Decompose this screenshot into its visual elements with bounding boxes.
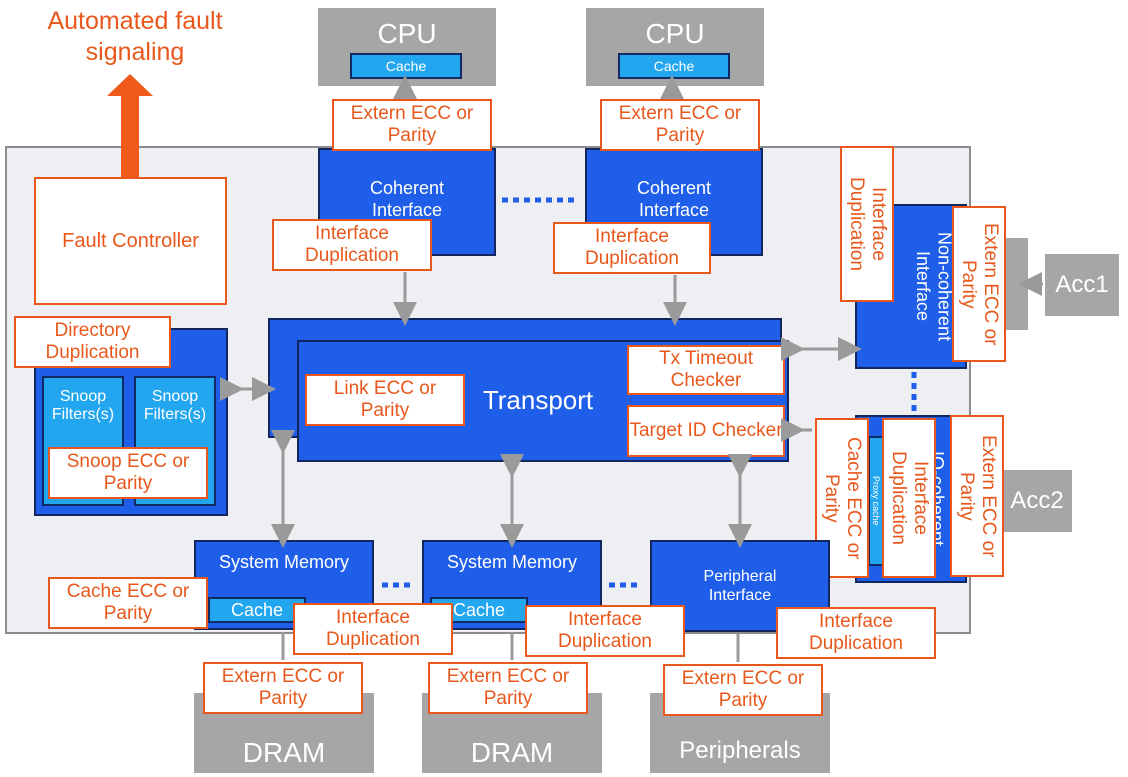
acc1-label: Acc1 (1055, 271, 1109, 298)
io-dup-label: Interface Duplication (888, 451, 931, 545)
snoop-filter-2-label: Snoop Filters(s) (143, 388, 207, 424)
acc2-label: Acc2 (1010, 487, 1064, 514)
dram-right-extern-ecc: Extern ECC or Parity (428, 662, 588, 714)
target-id-checker: Target ID Checker (627, 405, 785, 457)
tx-timeout-checker: Tx Timeout Checker (627, 345, 785, 395)
snoop-ecc: Snoop ECC or Parity (48, 447, 208, 499)
coherent-interface-left: Coherent Interface (318, 148, 496, 256)
io-extern-ecc: Extern ECC or Parity (950, 415, 1004, 577)
transport-label: Transport (482, 385, 594, 416)
cpu-left-extern-ecc: Extern ECC or Parity (332, 99, 492, 151)
cpu-right-label: CPU (645, 18, 705, 49)
memory-right-dup: Interface Duplication (525, 605, 685, 657)
system-memory-left-label: System Memory (218, 552, 350, 572)
directory-dup: Directory Duplication (14, 316, 171, 368)
noncoherent-dup-label: Interface Duplication (846, 177, 889, 271)
cpu-left-label: CPU (377, 18, 437, 49)
dram-right-label: DRAM (470, 737, 554, 768)
peripherals-device-label: Peripherals (679, 737, 801, 764)
peripheral-dup: Interface Duplication (776, 607, 936, 659)
acc2: Acc2 (1002, 470, 1072, 532)
io-cache-ecc: Cache ECC or Parity (815, 418, 869, 578)
link-ecc: Link ECC or Parity (305, 374, 465, 426)
memory-left-dup: Interface Duplication (293, 603, 453, 655)
peripherals-extern-ecc: Extern ECC or Parity (663, 664, 823, 716)
coherent-right-dup: Interface Duplication (553, 222, 711, 274)
system-memory-right-label: System Memory (446, 552, 578, 572)
acc1: Acc1 (1045, 254, 1119, 316)
dram-left-label: DRAM (242, 737, 326, 768)
noncoherent-extern-ecc-label: Extern ECC or Parity (958, 222, 1001, 346)
system-memory-left-cache: Cache (208, 597, 306, 623)
coherent-interface-left-label: Coherent Interface (369, 178, 445, 220)
io-extern-ecc-label: Extern ECC or Parity (956, 434, 999, 558)
fault-signaling-title: Automated fault signaling (47, 7, 223, 67)
cpu-left: CPU (318, 8, 496, 86)
noncoherent-extern-ecc: Extern ECC or Parity (952, 206, 1006, 362)
fault-controller: Fault Controller (34, 177, 227, 305)
dram-left-extern-ecc: Extern ECC or Parity (203, 662, 363, 714)
noncoherent-dup: Interface Duplication (840, 146, 894, 302)
peripheral-interface-label: Peripheral Interface (703, 567, 777, 604)
snoop-filter-1-label: Snoop Filters(s) (51, 388, 115, 424)
memory-cache-ecc: Cache ECC or Parity (48, 577, 208, 629)
cpu-right-extern-ecc: Extern ECC or Parity (600, 99, 760, 151)
io-dup: Interface Duplication (882, 418, 936, 578)
coherent-left-dup: Interface Duplication (272, 219, 432, 271)
io-cache-ecc-label: Cache ECC or Parity (821, 436, 864, 560)
coherent-interface-right-label: Coherent Interface (636, 178, 712, 220)
cpu-right-cache: Cache (618, 53, 730, 79)
noncoherent-interface-label: Non-coherent Interface (913, 231, 955, 342)
proxy-cache-label: Proxy cache (871, 476, 882, 526)
